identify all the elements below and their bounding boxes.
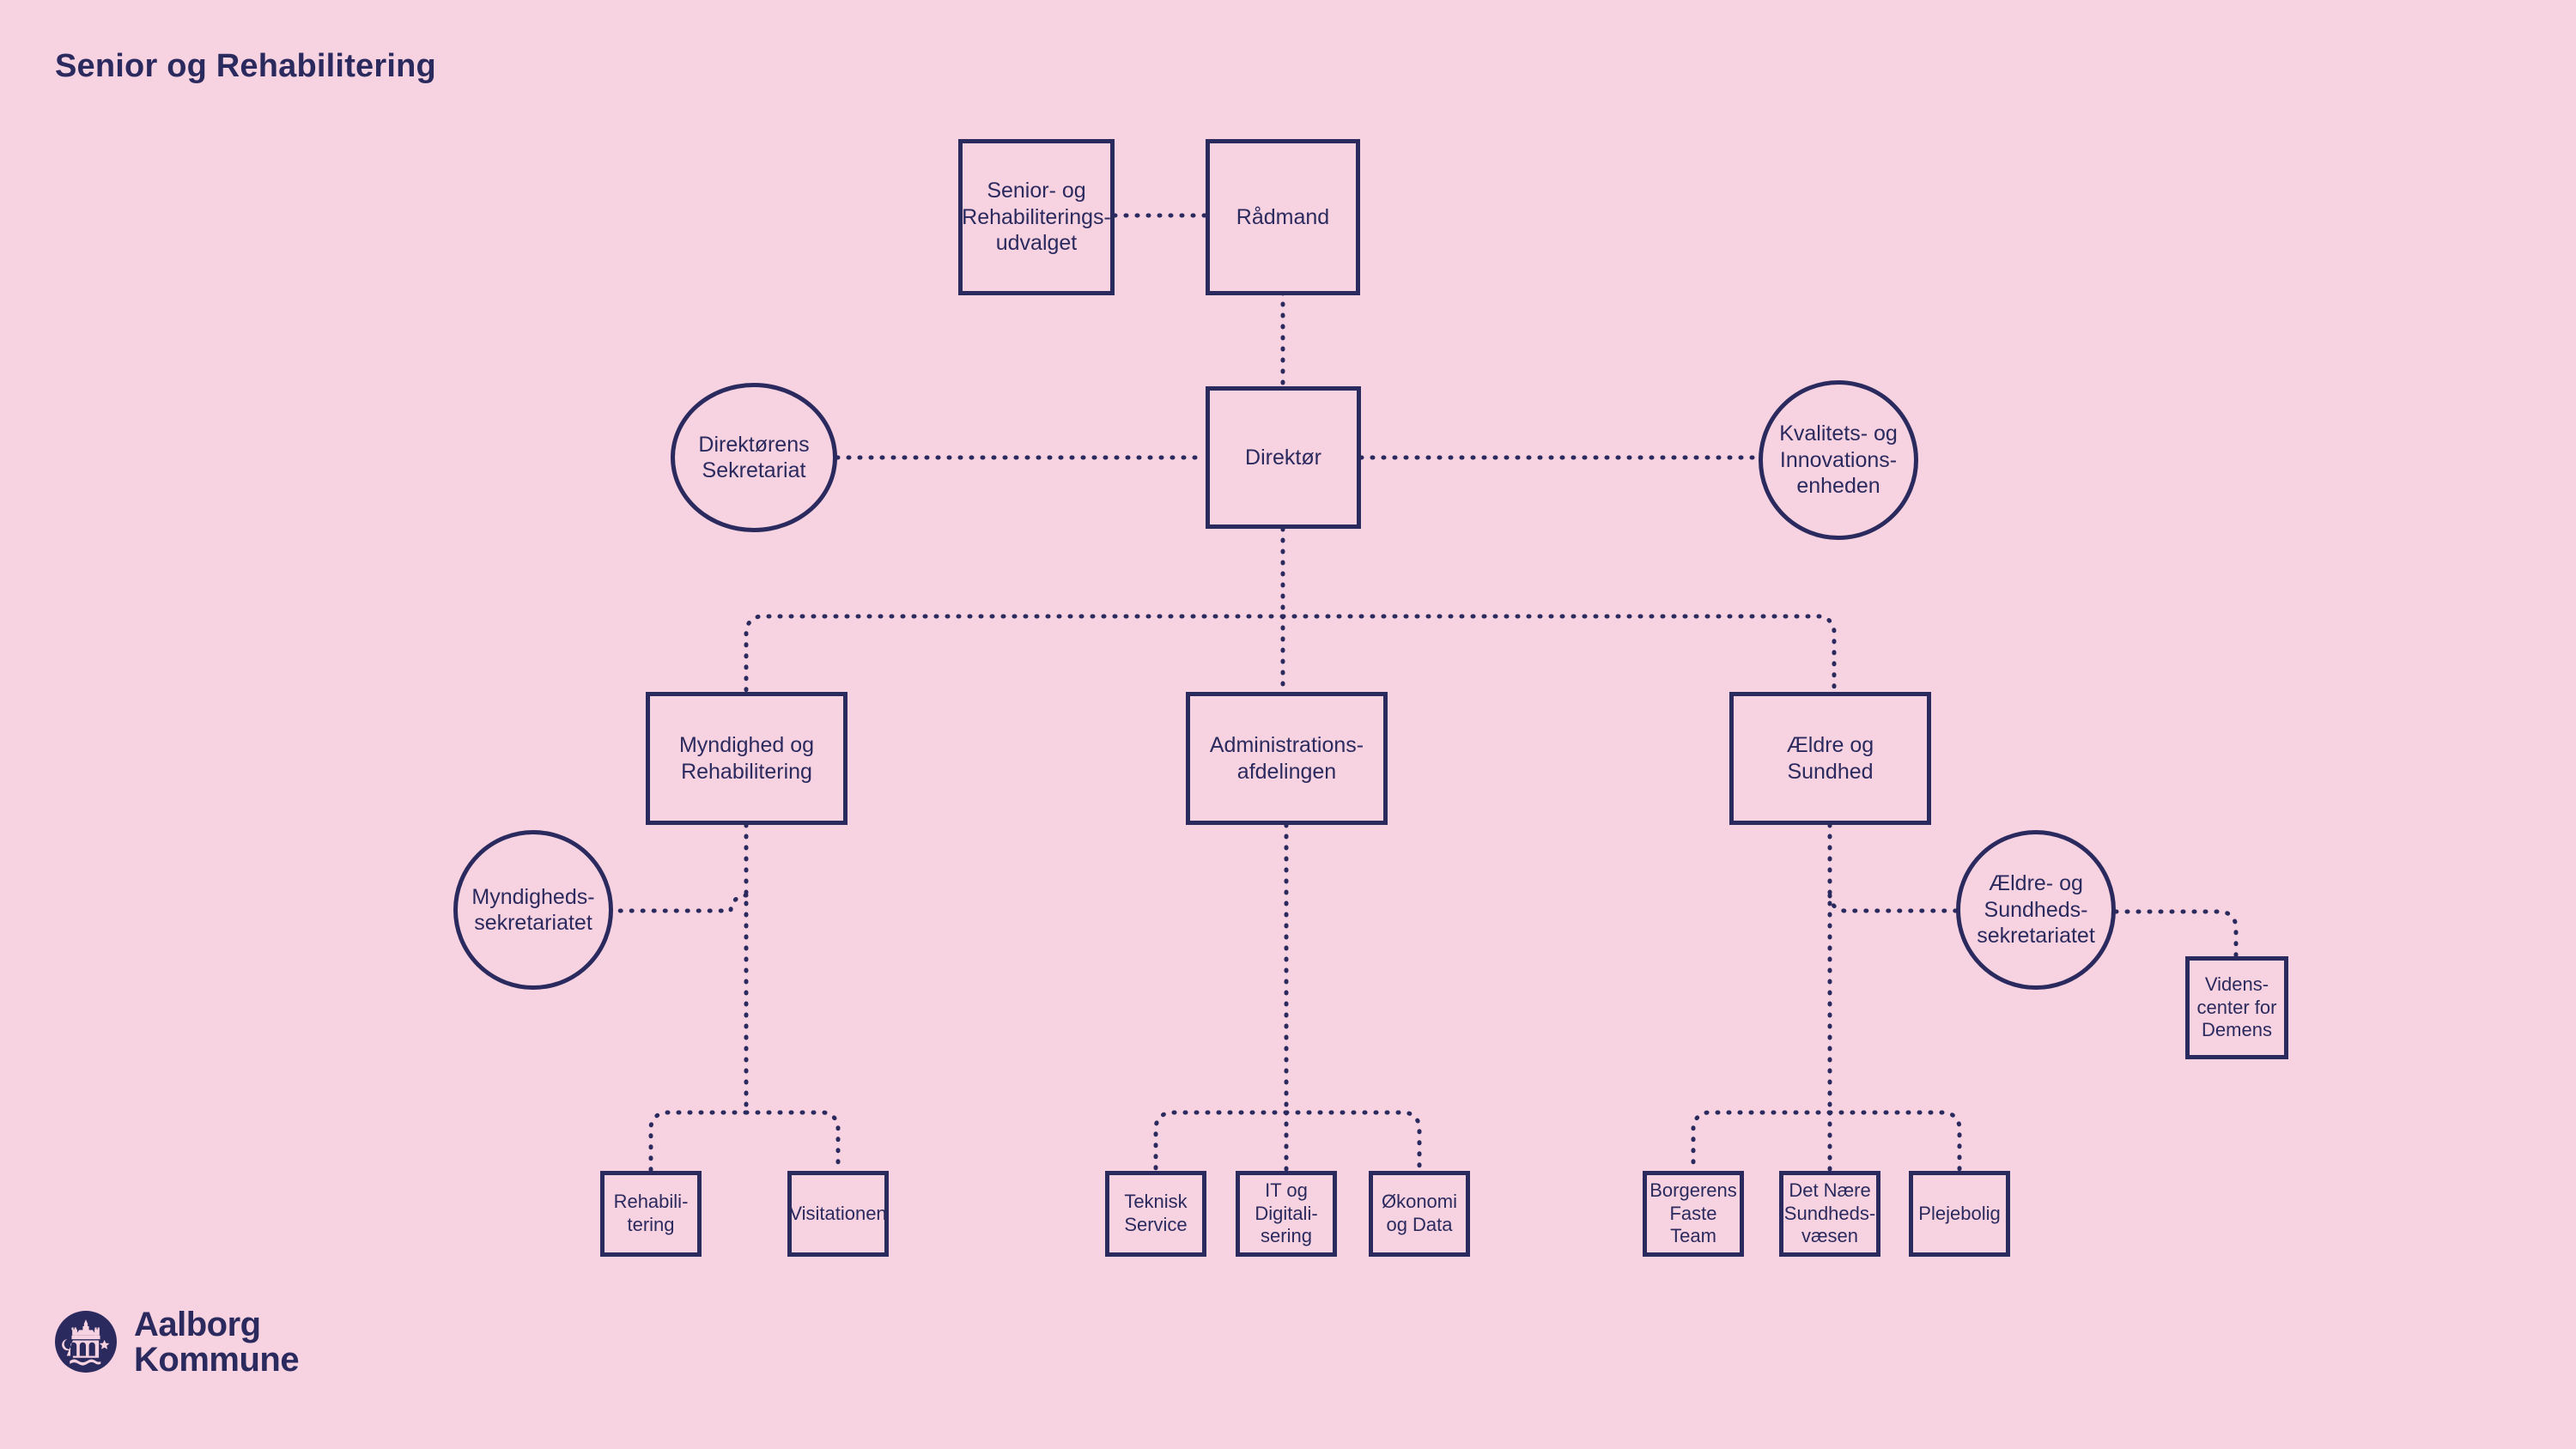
node-label: Ældre og Sundhed xyxy=(1786,733,1874,784)
node-aeldre-og-sundhed[interactable]: Ældre og Sundhed xyxy=(1729,692,1931,825)
edge-aeldre-borgerens xyxy=(1691,1110,1832,1173)
node-label: Ældre- og Sundheds- sekretariatet xyxy=(1977,871,2095,949)
node-label: Plejebolig xyxy=(1918,1202,2001,1224)
node-rehabilitering[interactable]: Rehabili- tering xyxy=(600,1171,702,1257)
node-direktoerens-sekretariat[interactable]: Direktørens Sekretariat xyxy=(671,383,837,532)
edge-myndighed-rehab xyxy=(648,1110,749,1173)
node-raadmand[interactable]: Rådmand xyxy=(1206,139,1360,295)
node-label: Rehabili- tering xyxy=(613,1191,689,1235)
node-it-og-digitalisering[interactable]: IT og Digitali- sering xyxy=(1236,1171,1337,1257)
node-administrationsafdelingen[interactable]: Administrations- afdelingen xyxy=(1186,692,1388,825)
node-aeldre-og-sundhedssekretariatet[interactable]: Ældre- og Sundheds- sekretariatet xyxy=(1956,830,2116,990)
node-label: Visitationen xyxy=(789,1202,887,1224)
node-label: Myndighed og Rehabilitering xyxy=(678,733,815,784)
node-label: Myndigheds- sekretariatet xyxy=(471,884,595,936)
edge-bus-myndighed xyxy=(744,614,1285,694)
node-label: Videns- center for Demens xyxy=(2196,973,2277,1041)
node-label: Direktør xyxy=(1245,445,1321,470)
edge-adm-teknisk xyxy=(1153,1110,1289,1173)
node-direktoer[interactable]: Direktør xyxy=(1206,386,1361,529)
edge-aeldre-plejebolig xyxy=(1827,1110,1962,1173)
node-label: Borgerens Faste Team xyxy=(1649,1179,1737,1247)
node-label: IT og Digitali- sering xyxy=(1255,1179,1318,1247)
node-oekonomi-og-data[interactable]: Økonomi og Data xyxy=(1369,1171,1470,1257)
logo-wordmark: Aalborg Kommune xyxy=(134,1306,300,1379)
node-myndighedssekretariatet[interactable]: Myndigheds- sekretariatet xyxy=(453,830,613,990)
edge-myndighed-visitation xyxy=(744,1110,841,1173)
node-kvalitets-og-innovationsenheden[interactable]: Kvalitets- og Innovations- enheden xyxy=(1759,380,1918,540)
node-det-naere-sundhedsvaesen[interactable]: Det Nære Sundheds- væsen xyxy=(1779,1171,1880,1257)
edge-bus-aeldre xyxy=(1280,614,1837,694)
node-label: Kvalitets- og Innovations- enheden xyxy=(1779,421,1898,499)
node-label: Økonomi og Data xyxy=(1381,1191,1458,1235)
aalborg-kommune-logo: Aalborg Kommune xyxy=(55,1307,347,1397)
node-label: Direktørens Sekretariat xyxy=(698,432,810,483)
node-label: Rådmand xyxy=(1236,204,1330,229)
node-senior-og-rehabiliteringsudvalget[interactable]: Senior- og Rehabiliterings- udvalget xyxy=(958,139,1115,295)
edge-aeldre-aeldresekr xyxy=(1827,893,1959,913)
node-myndighed-og-rehabilitering[interactable]: Myndighed og Rehabilitering xyxy=(646,692,848,825)
node-videnscenter-for-demens[interactable]: Videns- center for Demens xyxy=(2185,956,2288,1059)
aalborg-castle-crest-icon xyxy=(55,1311,117,1373)
node-teknisk-service[interactable]: Teknisk Service xyxy=(1105,1171,1206,1257)
node-label: Det Nære Sundheds- væsen xyxy=(1783,1179,1876,1247)
node-label: Senior- og Rehabiliterings- udvalget xyxy=(962,179,1111,256)
page-title: Senior og Rehabilitering xyxy=(55,48,436,84)
edge-adm-oekonomi xyxy=(1284,1110,1422,1173)
node-plejebolig[interactable]: Plejebolig xyxy=(1909,1171,2010,1257)
edge-myndighed-myndsekr xyxy=(610,893,749,913)
node-visitationen[interactable]: Visitationen xyxy=(787,1171,889,1257)
node-borgerens-faste-team[interactable]: Borgerens Faste Team xyxy=(1643,1171,1744,1257)
edge-aeldresekr-videns xyxy=(2113,909,2239,959)
node-label: Teknisk Service xyxy=(1124,1191,1188,1235)
node-label: Administrations- afdelingen xyxy=(1209,733,1364,784)
